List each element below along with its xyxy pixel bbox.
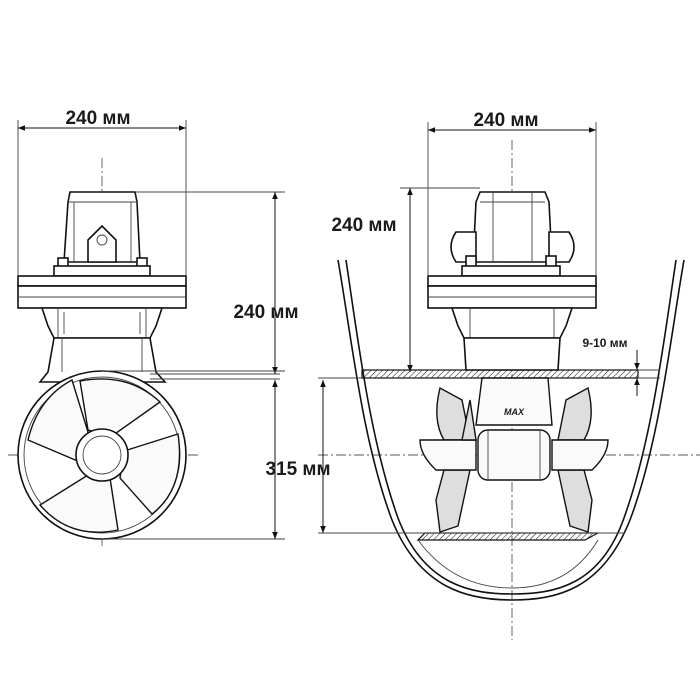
wall-thickness-dimension: 9-10 мм: [582, 336, 660, 396]
side-gear-leg: [450, 307, 574, 371]
front-height-dimension: 240 мм: [135, 191, 299, 374]
propeller-blade: [27, 378, 89, 463]
front-height-label: 240 мм: [233, 302, 298, 323]
side-motor-housing: [450, 191, 575, 279]
tunnel-diameter-dimension: [102, 370, 285, 540]
propeller-blade: [435, 469, 471, 533]
front-width-label: 240 мм: [65, 108, 130, 129]
side-gear-housing: MAX: [475, 377, 553, 481]
hull-wall-bottom: [416, 532, 599, 541]
propeller-blade: [38, 474, 119, 533]
side-width-dimension: 240 мм: [427, 110, 597, 276]
propeller-blade: [119, 433, 181, 515]
propeller-hub: [75, 428, 129, 482]
side-propeller-left: [419, 386, 477, 533]
side-width-label: 240 мм: [473, 110, 538, 131]
front-width-dimension: 240 мм: [17, 108, 187, 276]
front-motor-housing: [53, 191, 151, 279]
front-mounting-flange: [17, 275, 187, 309]
side-view: MAX 240 мм 240 мм: [318, 110, 700, 640]
propeller-blade: [557, 386, 592, 441]
hull-wall-top: [361, 369, 639, 379]
propeller-blade: [557, 469, 593, 533]
hull-section: [337, 259, 685, 601]
gear-housing-body: [477, 429, 551, 481]
propeller-blade: [79, 378, 162, 437]
side-tunnel-dimension: [318, 377, 398, 534]
front-view: 240 мм 240 мм: [8, 108, 299, 548]
side-mounting-flange: [427, 275, 597, 309]
side-propeller-right: [551, 386, 609, 533]
wall-thickness-label: 9-10 мм: [582, 336, 627, 350]
side-height-label: 240 мм: [331, 215, 396, 236]
side-height-dimension: 240 мм: [331, 187, 480, 372]
tunnel-diameter-label: 315 мм: [265, 459, 330, 480]
front-propeller: [17, 370, 187, 540]
brand-mark: MAX: [504, 407, 525, 417]
